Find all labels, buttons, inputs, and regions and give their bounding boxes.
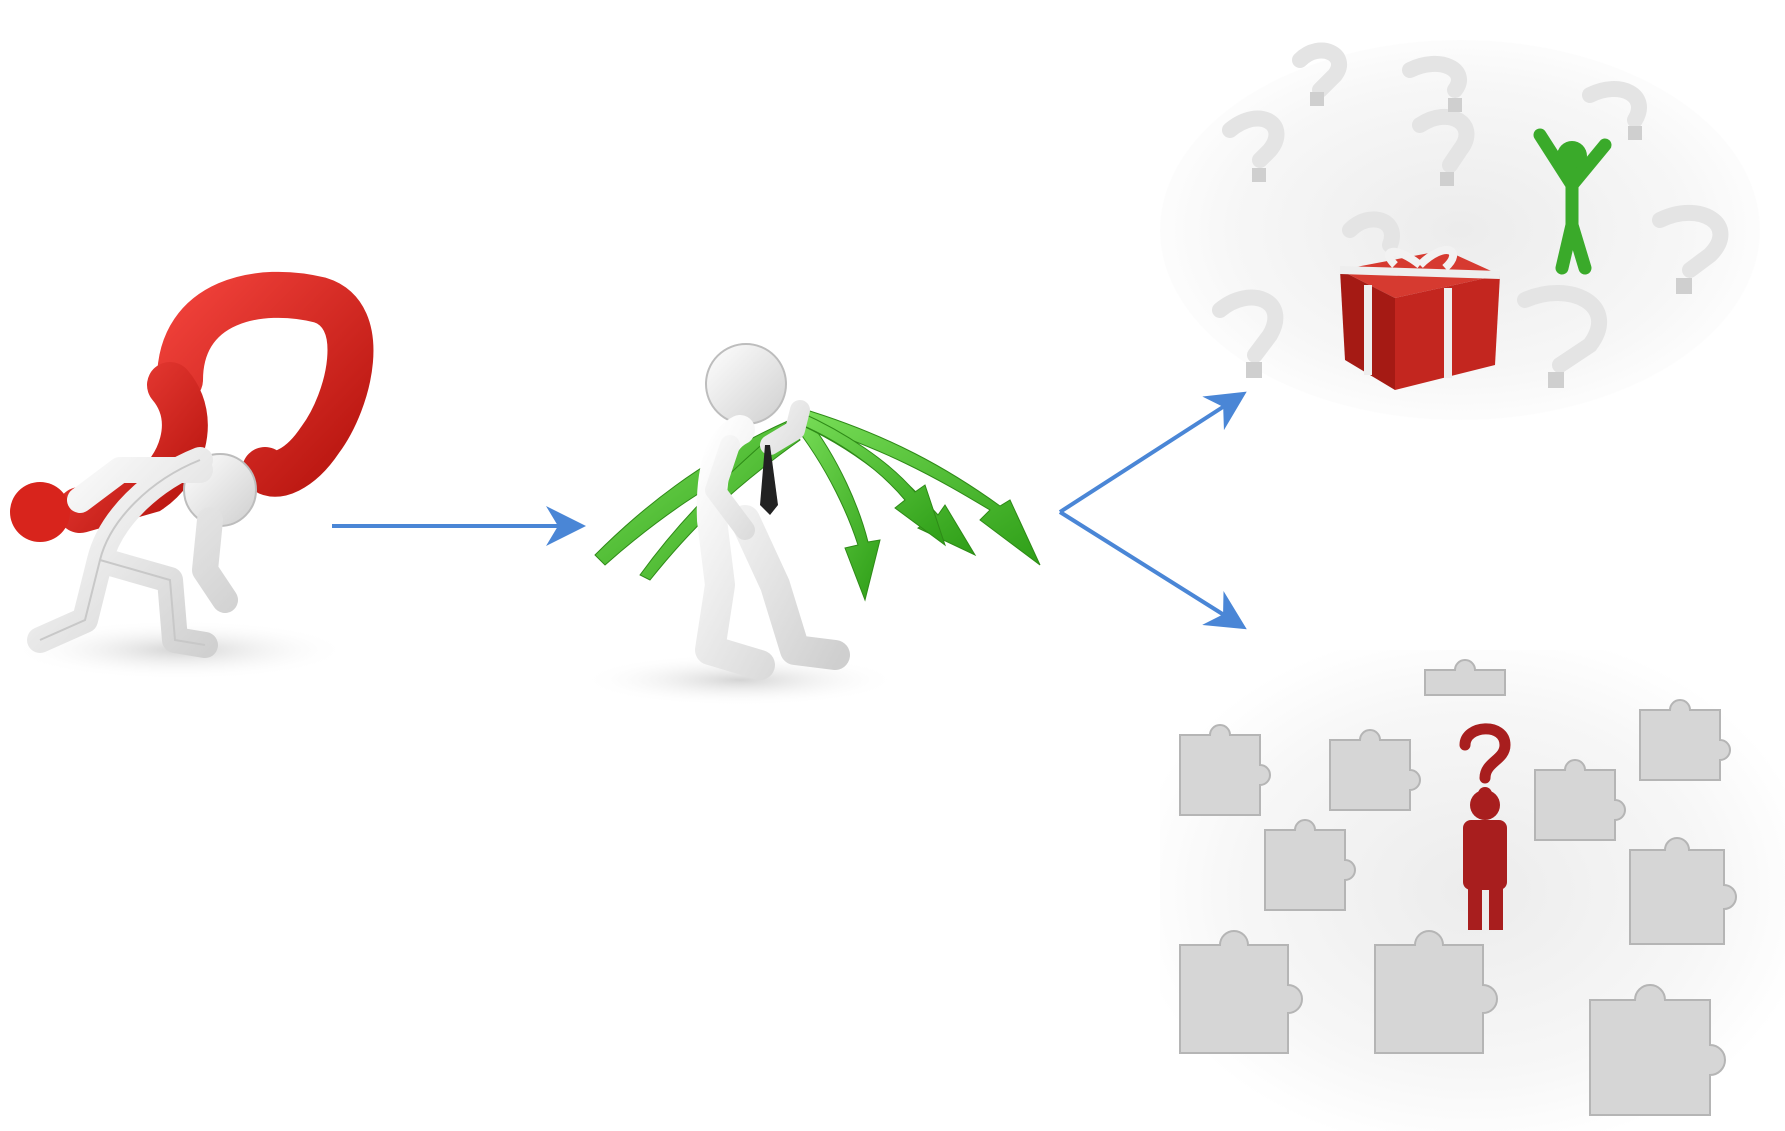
person-with-branching-green-arrows-icon: [580, 343, 1041, 706]
person-carrying-question-mark-icon: [10, 271, 374, 680]
puzzle-pieces-with-confused-person-icon: [1160, 650, 1785, 1131]
flow-arrow-3: [1058, 510, 1247, 630]
flow-arrow-2: [1058, 391, 1247, 514]
gift-and-question-marks-with-cheering-person-icon: [1160, 40, 1760, 420]
